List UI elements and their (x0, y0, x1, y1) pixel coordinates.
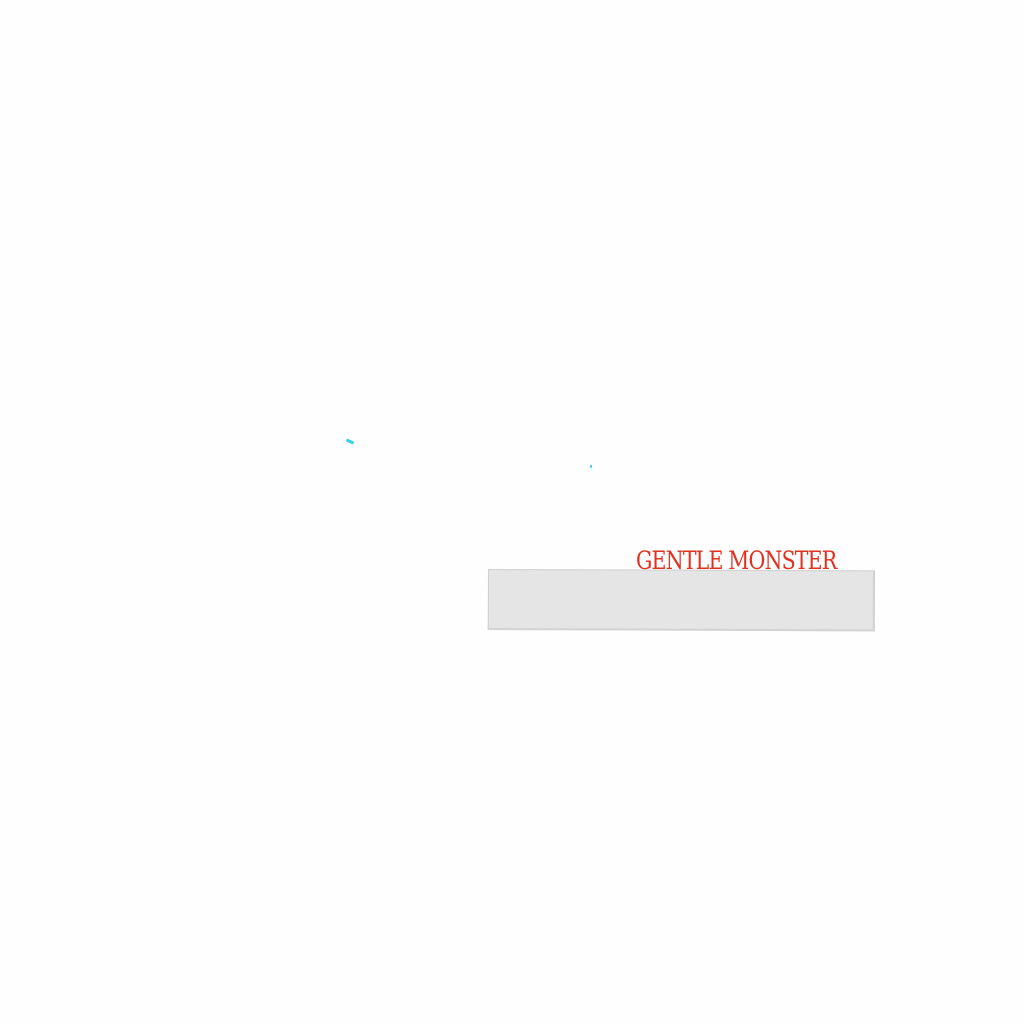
cyan-fleck-left (345, 438, 355, 445)
cyan-fleck-right (590, 465, 592, 468)
display-plinth (487, 569, 875, 632)
